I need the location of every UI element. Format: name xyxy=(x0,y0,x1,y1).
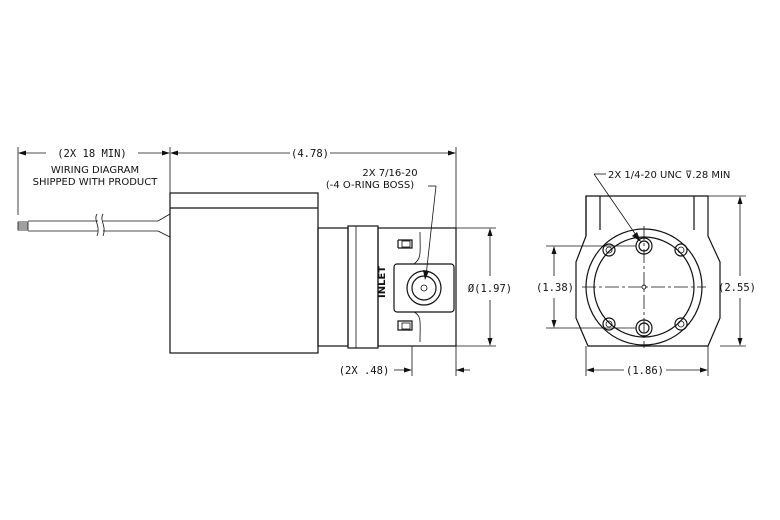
arrowhead xyxy=(487,338,493,346)
arrowhead xyxy=(456,367,464,373)
screw-hole-bottom-right xyxy=(674,317,688,331)
arrowhead xyxy=(586,367,594,373)
leader-line xyxy=(593,173,639,239)
power-cable xyxy=(17,213,171,238)
overall-length-dim: (4.78) xyxy=(291,148,329,160)
diameter-dim: Ø(1.97) xyxy=(468,283,512,295)
arrowhead xyxy=(737,196,743,204)
side-view: (2X 18 MIN) (4.78) WIRING DIAGRAM SHIPPE… xyxy=(17,147,512,377)
screw-hole-bottom-left xyxy=(602,317,616,331)
arrowhead xyxy=(487,228,493,236)
arrowhead xyxy=(551,320,557,328)
end-view: 2X 1/4-20 UNC ⊽.28 MIN (1.38) (2.55) (1.… xyxy=(536,170,756,377)
arrowhead xyxy=(737,338,743,346)
arrowhead xyxy=(423,270,429,280)
arrowhead xyxy=(551,246,557,254)
arrowhead xyxy=(162,150,170,156)
arrowhead xyxy=(632,232,641,242)
port-offset-dim: (2X .48) xyxy=(339,365,390,377)
port-callout-line1: 2X 7/16-20 xyxy=(362,168,417,179)
leader-line xyxy=(425,185,437,277)
cable-length-dim: (2X 18 MIN) xyxy=(57,148,127,160)
end-view-outline xyxy=(575,195,721,347)
arrowhead xyxy=(18,150,26,156)
motor-body xyxy=(169,192,379,354)
port-callout-line2: (-4 O-RING BOSS) xyxy=(326,180,414,191)
width-dim: (1.86) xyxy=(626,365,664,377)
inlet-port-center xyxy=(420,284,428,292)
wiring-note-line1: WIRING DIAGRAM xyxy=(51,165,139,176)
center-point xyxy=(641,284,647,290)
wiring-note-line2: SHIPPED WITH PRODUCT xyxy=(33,177,159,188)
arrowhead xyxy=(700,367,708,373)
tap-callout: 2X 1/4-20 UNC ⊽.28 MIN xyxy=(608,170,730,181)
screw-hole-top-left xyxy=(602,243,616,257)
inlet-port-inner xyxy=(411,275,437,301)
hole-spacing-dim: (1.38) xyxy=(536,282,574,294)
arrowhead xyxy=(448,150,456,156)
screw-hole-top-right xyxy=(674,243,688,257)
arrowhead xyxy=(404,367,412,373)
height-dim: (2.55) xyxy=(718,282,756,294)
inlet-label: INLET xyxy=(377,266,388,298)
pump-head xyxy=(377,227,457,347)
arrowhead xyxy=(170,150,178,156)
